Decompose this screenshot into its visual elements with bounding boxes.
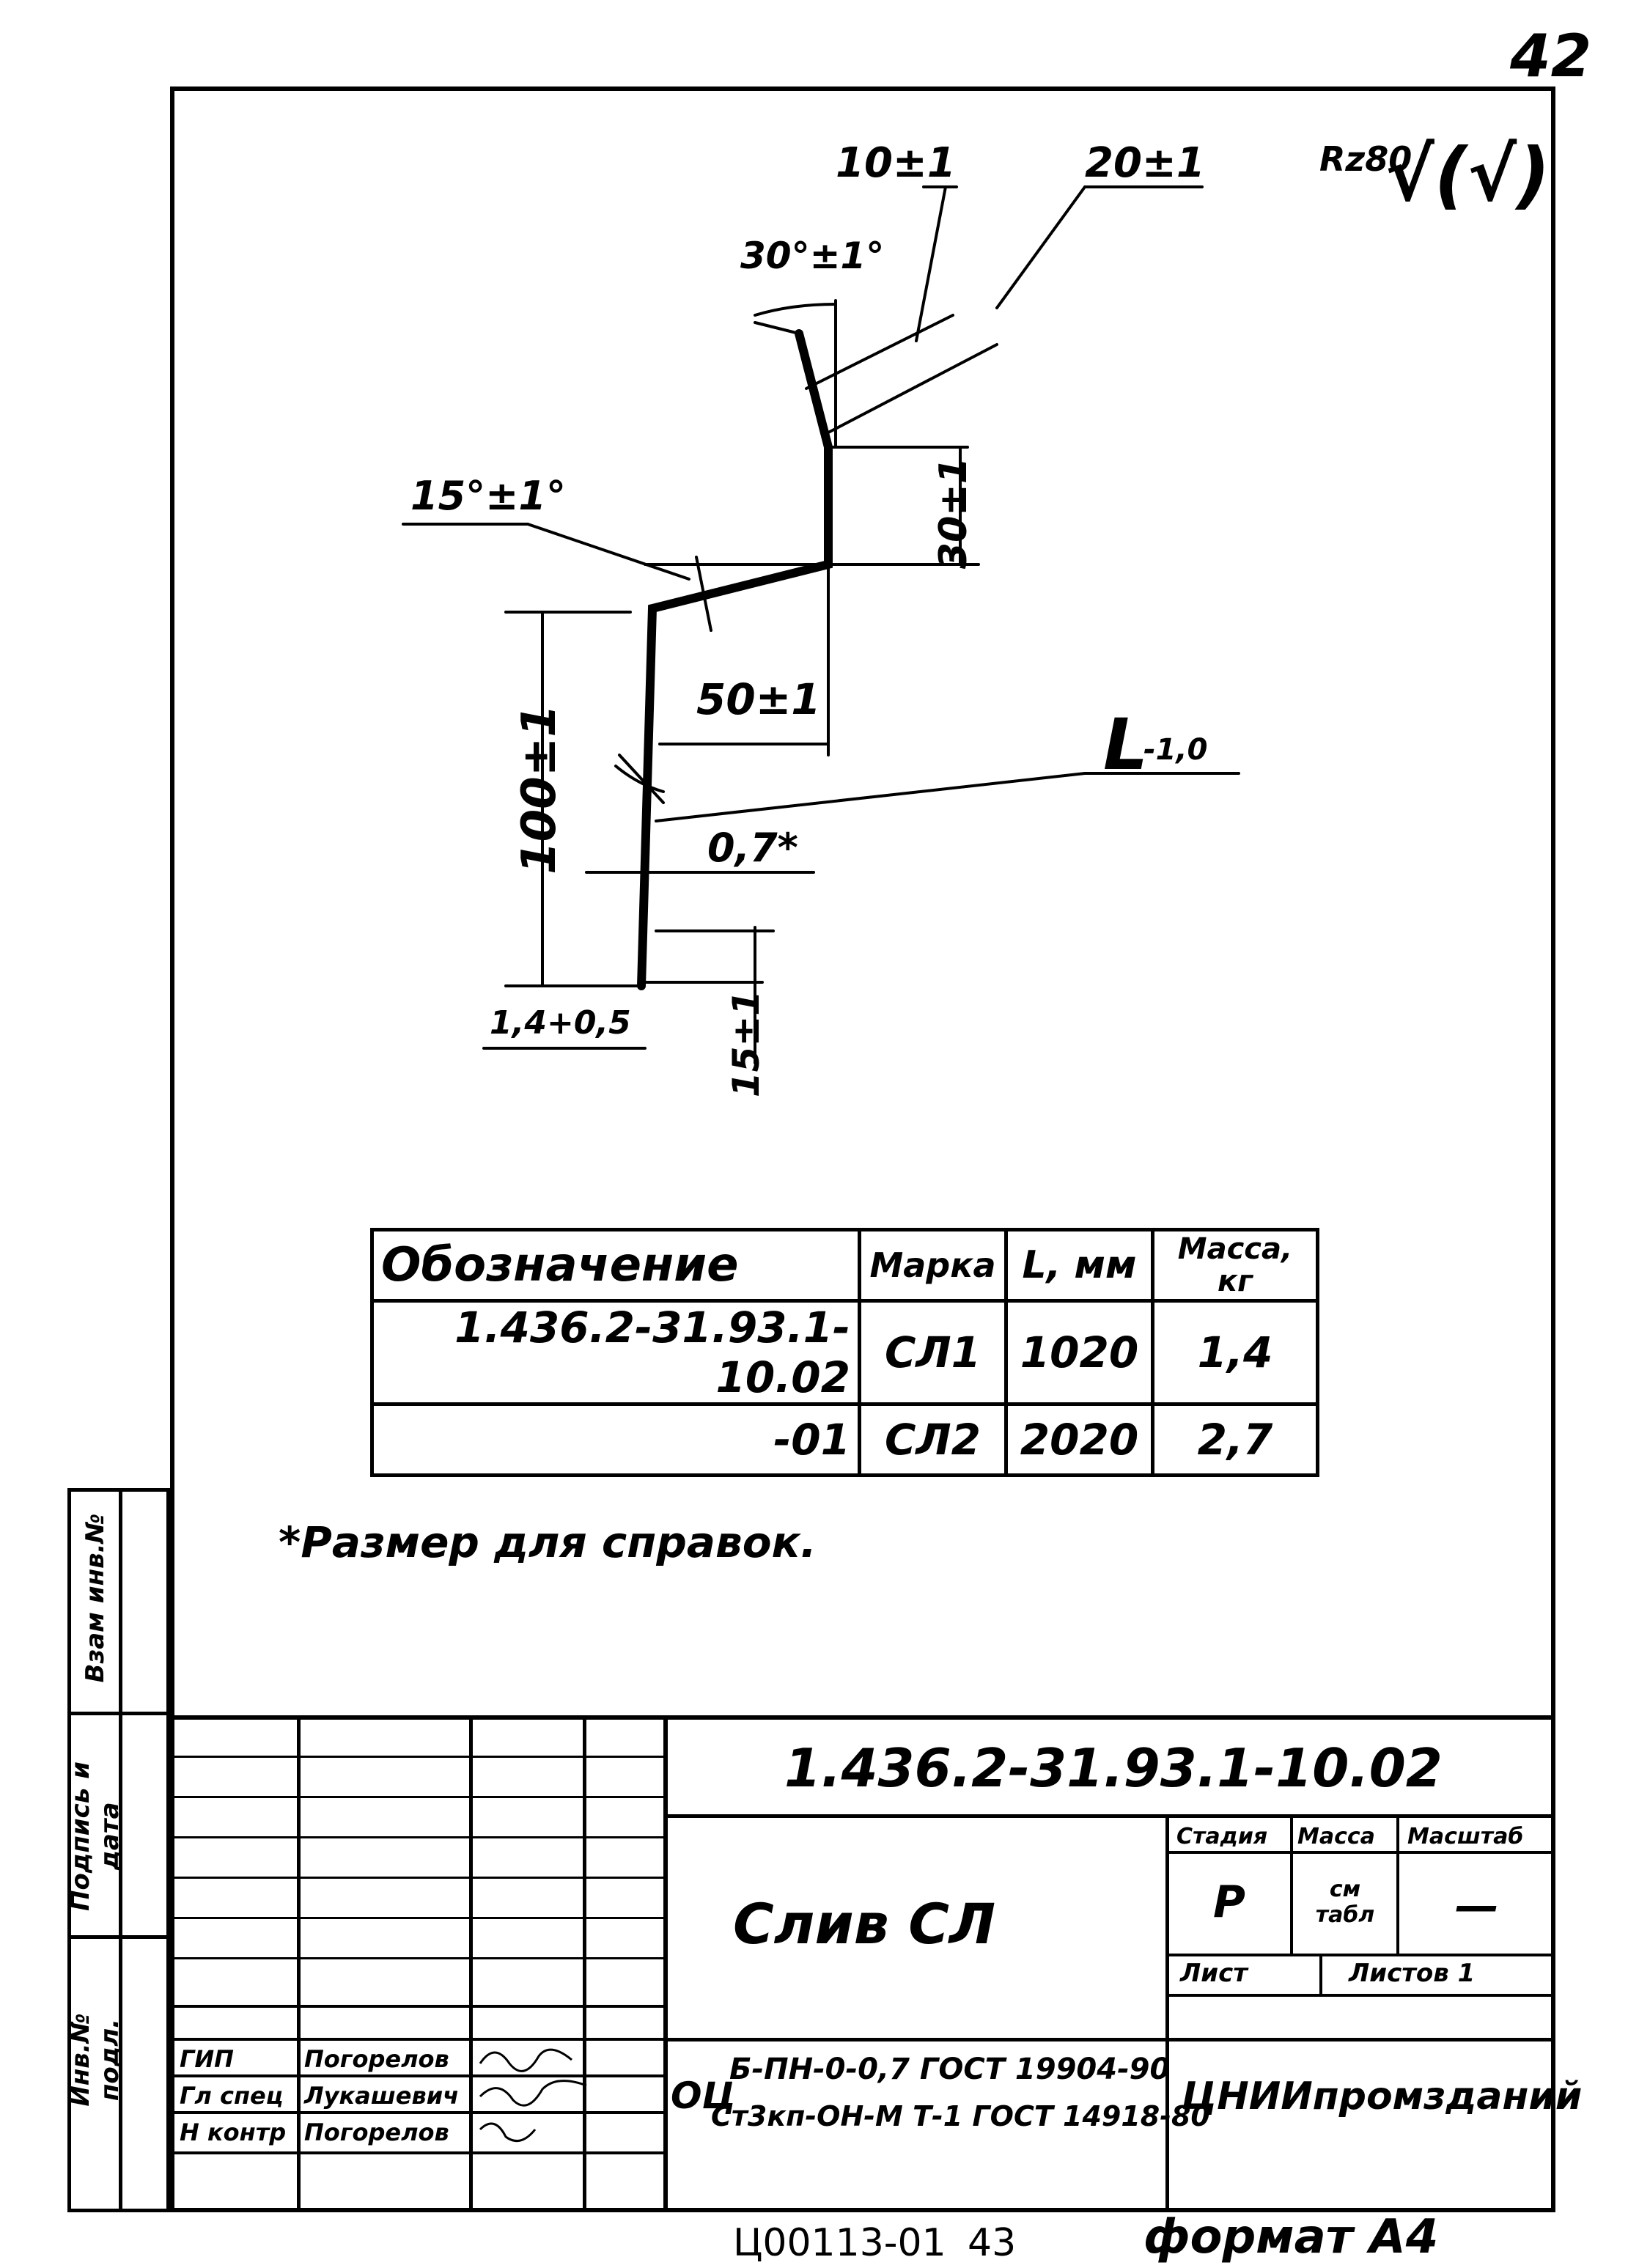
cell-length: 1020 <box>1004 1299 1154 1406</box>
dim-20: 20±1 <box>1085 139 1205 187</box>
footer-code: Ц00113-01 <box>733 2221 946 2265</box>
signature-2 <box>479 2080 587 2107</box>
mass-value: см табл <box>1315 1877 1375 1928</box>
dim-10: 10±1 <box>836 139 956 187</box>
header-mass: Масса, кг <box>1151 1228 1319 1303</box>
dim-length-tolerance: -1,0 <box>1143 733 1208 767</box>
angle-15: 15°±1° <box>410 473 566 519</box>
dim-1-4: 1,4+0,5 <box>490 1004 631 1042</box>
cell-designation: 1.436.2-31.93.1-10.02 <box>370 1299 861 1406</box>
material-prefix: ОЦ <box>671 2074 736 2117</box>
role-gip: ГИП <box>180 2045 234 2073</box>
specification-table: Обозначение Марка L, мм Масса, кг 1.436.… <box>370 1228 1319 1477</box>
material-line-1: Б-ПН-0-0,7 ГОСТ 19904-90 <box>729 2052 1171 2086</box>
signature-1 <box>479 2048 572 2072</box>
header-designation: Обозначение <box>370 1228 861 1303</box>
page-number: 42 <box>1510 22 1592 90</box>
sheets-label: Листов 1 <box>1349 1959 1476 1988</box>
cell-length: 2020 <box>1004 1402 1154 1477</box>
roughness-symbol: √(√) <box>1385 132 1550 218</box>
header-mark: Марка <box>858 1228 1008 1303</box>
material-line-2: Ст3кп-ОН-М Т-1 ГОСТ 14918-80 <box>711 2100 1210 2132</box>
reference-note: *Размер для справок. <box>279 1517 817 1567</box>
cell-mass: 1,4 <box>1151 1299 1319 1406</box>
signature-3 <box>479 2122 537 2143</box>
dim-length: L <box>1103 704 1149 786</box>
drawing-frame <box>170 86 1555 2212</box>
document-name: Слив СЛ <box>733 1891 996 1956</box>
cell-designation: -01 <box>370 1402 861 1477</box>
table-row: 1.436.2-31.93.1-10.02 СЛ1 1020 1,4 <box>370 1299 1319 1406</box>
stage-label: Стадия <box>1176 1824 1268 1849</box>
document-code: 1.436.2-31.93.1-10.02 <box>784 1737 1443 1799</box>
header-length: L, мм <box>1004 1228 1154 1303</box>
table-row: -01 СЛ2 2020 2,7 <box>370 1402 1319 1477</box>
name-norm-control: Погорелов <box>304 2118 449 2146</box>
table-header-row: Обозначение Марка L, мм Масса, кг <box>370 1228 1319 1303</box>
scale-label: Масштаб <box>1407 1824 1524 1849</box>
cell-mark: СЛ1 <box>858 1299 1008 1406</box>
role-norm-control: Н контр <box>180 2118 287 2146</box>
angle-30: 30°±1° <box>740 235 885 277</box>
name-gip: Погорелов <box>304 2045 449 2073</box>
stage-value: Р <box>1213 1877 1245 1928</box>
cell-mark: СЛ2 <box>858 1402 1008 1477</box>
role-chief-specialist: Гл спец <box>180 2082 284 2110</box>
organization: ЦНИИпромзданий <box>1182 2074 1583 2118</box>
mass-label: Масса <box>1297 1824 1375 1849</box>
roughness-label: Rz80 <box>1319 139 1412 179</box>
dim-thickness: 0,7* <box>707 825 798 871</box>
name-chief-specialist: Лукашевич <box>304 2082 460 2110</box>
footer-sheet: 43 <box>968 2221 1017 2265</box>
footer-format: формат А4 <box>1143 2210 1439 2264</box>
cell-mass: 2,7 <box>1151 1402 1319 1477</box>
dim-50: 50±1 <box>696 674 821 724</box>
sheet-label: Лист <box>1180 1959 1248 1988</box>
scale-value: — <box>1455 1880 1499 1932</box>
